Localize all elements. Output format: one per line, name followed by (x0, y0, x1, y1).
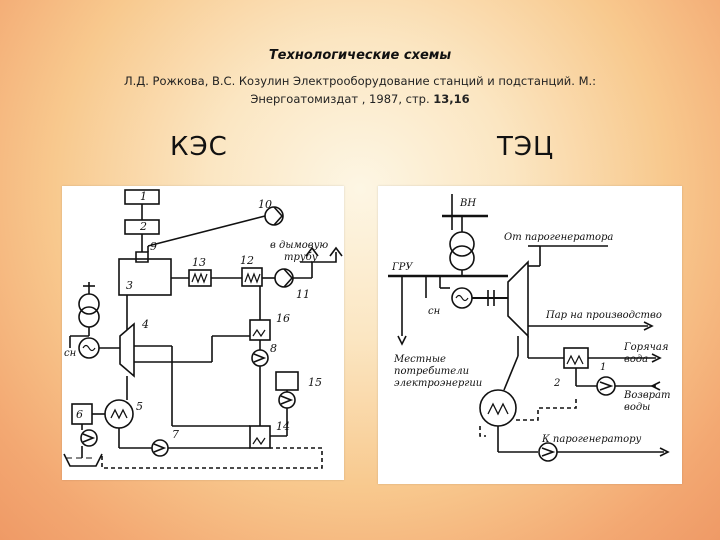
kes-label-3: 3 (126, 279, 133, 292)
kes-label-5: 5 (136, 400, 143, 413)
kes-economizer-12 (241, 267, 263, 287)
kes-label-12: 12 (240, 254, 254, 267)
tec-vn-label: ВН (459, 198, 476, 209)
kes-label-13: 13 (192, 256, 206, 269)
tec-cooling-line (516, 396, 577, 421)
kes-turbine-4 (119, 322, 135, 378)
kes-cooling-line (101, 447, 323, 469)
kes-diagram-svg: 1 2 3 4 5 6 7 8 9 10 11 12 13 14 15 16 в… (63, 189, 343, 469)
kes-transformer-lower (78, 306, 100, 328)
tec-local-label-3: электроэнергии (394, 378, 482, 389)
tec-heater-2 (563, 347, 589, 369)
kes-label-8: 8 (270, 342, 277, 355)
kes-pump-left (80, 429, 98, 447)
tec-to-gen-label: К парогенератору (541, 434, 641, 445)
kes-heading: КЭС (170, 132, 228, 162)
tec-label-1: 1 (600, 362, 606, 373)
kes-burner-9 (135, 251, 149, 263)
kes-boiler-3 (118, 258, 172, 296)
tec-return-label-2: воды (624, 402, 650, 413)
kes-chimney-label-2: трубу (284, 252, 318, 263)
kes-exhauster-11 (274, 268, 294, 288)
kes-heater-14 (249, 425, 271, 449)
tec-diagram-svg: ВН ГРУ сн От парогенератора Пар на произ… (388, 194, 671, 462)
kes-condenser-5 (104, 399, 134, 429)
kes-sn-label: сн (64, 348, 76, 359)
tec-transformer-upper (449, 231, 475, 257)
kes-deaerator-15 (275, 371, 299, 391)
kes-chimney-label-1: в дымовую (270, 240, 328, 251)
kes-label-11: 11 (296, 288, 310, 301)
kes-label-9: 9 (150, 240, 157, 253)
kes-label-2: 2 (139, 220, 147, 233)
kes-label-1: 1 (140, 190, 147, 203)
tec-sn-label: сн (428, 306, 440, 317)
tec-local-label-2: потребители (394, 366, 469, 377)
kes-label-10: 10 (258, 198, 272, 211)
tec-hot-label-1: Горячая (623, 342, 668, 353)
tec-from-gen-label: От парогенератора (504, 232, 613, 243)
kes-diagram: 1 2 3 4 5 6 7 8 9 10 11 12 13 14 15 16 в… (62, 186, 344, 480)
kes-label-15: 15 (308, 376, 322, 389)
reference-main: Л.Д. Рожкова, В.С. Козулин Электрооборуд… (123, 74, 597, 106)
kes-label-6: 6 (76, 408, 83, 421)
tec-turbine (507, 260, 529, 338)
reference-text: Л.Д. Рожкова, В.С. Козулин Электрооборуд… (70, 72, 650, 108)
tec-label-2: 2 (553, 378, 560, 389)
kes-label-4: 4 (141, 318, 149, 331)
kes-label-14: 14 (276, 420, 290, 433)
reference-pages: 13,16 (433, 92, 470, 106)
slide-title: Технологические схемы (268, 48, 452, 63)
tec-return-label-1: Возврат (623, 390, 671, 401)
tec-diagram: ВН ГРУ сн От парогенератора Пар на произ… (378, 186, 682, 484)
tec-steam-prod-label: Пар на производство (545, 310, 662, 321)
tec-gru-label: ГРУ (391, 262, 413, 273)
tec-heading: ТЭЦ (497, 132, 555, 162)
tec-hot-label-2: вода (624, 354, 648, 365)
tec-transformer-lower (449, 245, 475, 271)
tec-local-label-1: Местные (393, 354, 446, 365)
kes-reservoir (63, 453, 103, 467)
kes-label-16: 16 (276, 312, 290, 325)
kes-heater-16 (249, 319, 271, 341)
tec-condenser (479, 389, 517, 427)
kes-label-7: 7 (172, 428, 179, 441)
